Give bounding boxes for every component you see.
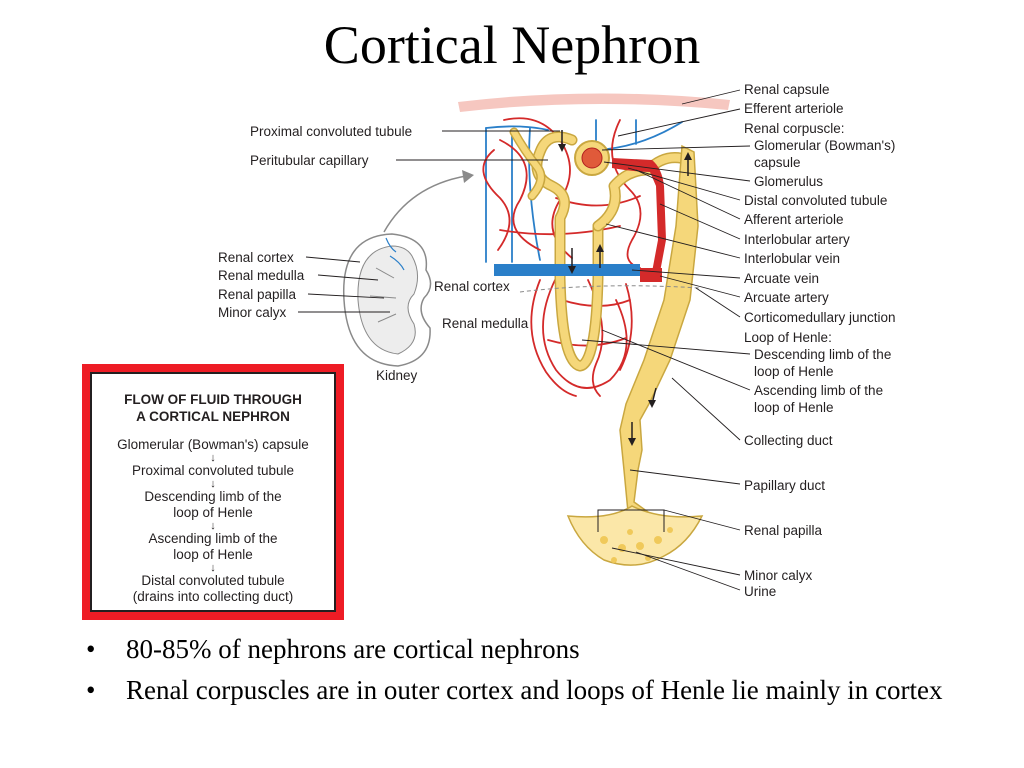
flow-box-inner: FLOW OF FLUID THROUGH A CORTICAL NEPHRON… — [90, 372, 336, 612]
bullet-list: • 80-85% of nephrons are cortical nephro… — [86, 632, 986, 714]
flow-arrow-1: ↓ — [210, 452, 216, 464]
flow-arrow-2: ↓ — [210, 478, 216, 490]
interlobular-artery — [612, 158, 666, 272]
bullet-marker: • — [86, 675, 96, 705]
papilla-dots — [600, 527, 673, 563]
corticomedullary-line — [519, 285, 701, 293]
label-descending-limb-2: loop of Henle — [754, 364, 834, 379]
flow-step-3: Descending limb of the loop of Henle — [92, 489, 334, 521]
flow-heading-line-1: FLOW OF FLUID THROUGH — [124, 392, 302, 407]
kidney-inset — [342, 170, 474, 367]
capillary-network — [482, 117, 683, 397]
flow-step-4-text-2: loop of Henle — [173, 547, 253, 562]
label-minor-calyx: Minor calyx — [744, 568, 813, 583]
label-interlobular-vein: Interlobular vein — [744, 251, 840, 266]
label-renal-capsule: Renal capsule — [744, 82, 830, 97]
bullet-text: Renal corpuscles are in outer cortex and… — [126, 675, 943, 705]
flow-step-4-text: Ascending limb of the — [148, 531, 278, 546]
flow-step-5: Distal convoluted tubule (drains into co… — [92, 573, 334, 605]
label-distal-convoluted-tubule: Distal convoluted tubule — [744, 193, 887, 208]
flow-step-4: Ascending limb of the loop of Henle — [92, 531, 334, 563]
label-efferent-arteriole: Efferent arteriole — [744, 101, 844, 116]
flow-box-heading: FLOW OF FLUID THROUGH A CORTICAL NEPHRON — [92, 391, 334, 425]
label-kidney-renal-medulla: Renal medulla — [218, 268, 305, 283]
bullet-marker: • — [86, 634, 96, 664]
label-kidney-renal-cortex: Renal cortex — [218, 250, 294, 265]
renal-papilla-shape — [566, 505, 704, 566]
nephron-diagram: Renal capsule Efferent arteriole Renal c… — [218, 82, 896, 599]
label-kidney-minor-calyx: Minor calyx — [218, 305, 287, 320]
tubules — [509, 127, 694, 372]
flow-step-1-text: Glomerular (Bowman's) capsule — [117, 437, 309, 452]
label-renal-papilla: Renal papilla — [744, 523, 823, 538]
bullet-item: • Renal corpuscles are in outer cortex a… — [86, 673, 986, 707]
label-ascending-limb: Ascending limb of the — [754, 383, 883, 398]
label-capsule: capsule — [754, 155, 801, 170]
label-corticomedullary-junction: Corticomedullary junction — [744, 310, 896, 325]
bullet-item: • 80-85% of nephrons are cortical nephro… — [86, 632, 986, 666]
flow-arrow-3: ↓ — [210, 520, 216, 532]
papilla-bracket — [597, 509, 665, 532]
glomerulus-shape — [581, 147, 603, 169]
flow-step-3-text-2: loop of Henle — [173, 505, 253, 520]
label-interlobular-artery: Interlobular artery — [744, 232, 850, 247]
label-region-renal-cortex: Renal cortex — [434, 279, 510, 294]
zoom-arrow — [383, 175, 467, 233]
flow-step-2-text: Proximal convoluted tubule — [131, 463, 295, 478]
flow-step-5-text-2: (drains into collecting duct) — [132, 589, 294, 604]
arcuate-vein — [494, 264, 640, 276]
flow-arrows — [558, 130, 692, 446]
label-arcuate-artery: Arcuate artery — [744, 290, 829, 305]
left-labels: Proximal convoluted tubule Peritubular c… — [218, 124, 529, 383]
label-arcuate-vein: Arcuate vein — [744, 271, 819, 286]
arcuate-artery — [640, 268, 662, 282]
label-afferent-arteriole: Afferent arteriole — [744, 212, 844, 227]
flow-box: FLOW OF FLUID THROUGH A CORTICAL NEPHRON… — [82, 364, 344, 620]
renal-capsule-band — [458, 93, 730, 112]
flow-step-3-text: Descending limb of the — [144, 489, 282, 504]
flow-step-1: Glomerular (Bowman's) capsule — [92, 437, 334, 453]
label-glomerulus: Glomerulus — [754, 174, 823, 189]
label-ascending-limb-2: loop of Henle — [754, 400, 834, 415]
label-descending-limb: Descending limb of the — [754, 347, 891, 362]
label-loop-of-henle: Loop of Henle: — [744, 330, 832, 345]
flow-step-5-text: Distal convoluted tubule — [141, 573, 285, 588]
flow-heading-line-2: A CORTICAL NEPHRON — [136, 409, 290, 424]
label-urine: Urine — [744, 584, 776, 599]
label-region-renal-medulla: Renal medulla — [442, 316, 529, 331]
label-collecting-duct: Collecting duct — [744, 433, 833, 448]
right-labels: Renal capsule Efferent arteriole Renal c… — [744, 82, 896, 599]
flow-step-2: Proximal convoluted tubule — [92, 463, 334, 479]
label-papillary-duct: Papillary duct — [744, 478, 825, 493]
label-renal-corpuscle: Renal corpuscle: — [744, 121, 845, 136]
flow-arrow-4: ↓ — [210, 562, 216, 574]
bullet-text: 80-85% of nephrons are cortical nephrons — [126, 634, 580, 664]
collecting-duct — [619, 144, 699, 513]
label-glomerular-capsule: Glomerular (Bowman's) — [754, 138, 895, 153]
label-kidney-caption: Kidney — [376, 368, 418, 383]
label-kidney-renal-papilla: Renal papilla — [218, 287, 297, 302]
label-proximal-convoluted-tubule: Proximal convoluted tubule — [250, 124, 412, 139]
label-peritubular-capillary: Peritubular capillary — [250, 153, 369, 168]
leader-lines — [298, 89, 751, 591]
slide-title: Cortical Nephron — [323, 15, 701, 75]
